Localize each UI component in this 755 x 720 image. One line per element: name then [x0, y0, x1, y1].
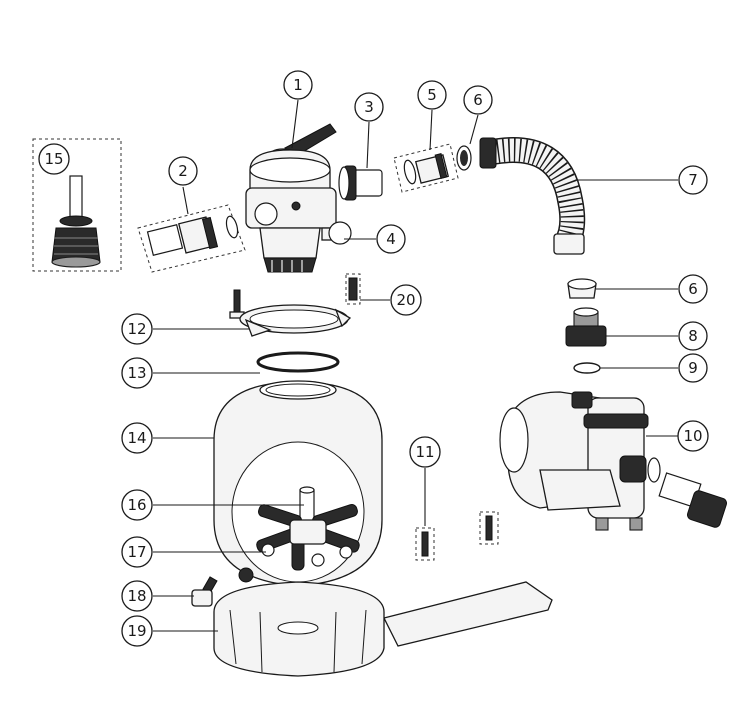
callout-18: 18 [121, 580, 153, 612]
callout-17: 17 [121, 536, 153, 568]
callout-4-label: 4 [386, 230, 396, 248]
callout-16-label: 16 [127, 496, 146, 514]
callout-19-label: 19 [127, 622, 146, 640]
callout-18-label: 18 [127, 587, 146, 605]
callout-20-label: 20 [396, 291, 415, 309]
callout-3-label: 3 [364, 98, 374, 116]
part-6-upper-seal [456, 145, 472, 171]
part-5-union [393, 143, 459, 193]
callout-13-label: 13 [127, 364, 146, 382]
callout-19: 19 [121, 615, 153, 647]
callout-11: 11 [409, 436, 441, 468]
callout-2-label: 2 [178, 162, 188, 180]
part-12-clamp-ring [239, 304, 352, 337]
leader-lines [153, 99, 678, 632]
callout-13: 13 [121, 357, 153, 389]
part-15-lateral-spare [32, 138, 122, 272]
callout-9-label: 9 [688, 359, 698, 377]
callout-8: 8 [678, 321, 708, 351]
callout-11-label: 11 [415, 443, 434, 461]
callout-6-upper-label: 6 [473, 91, 483, 109]
part-19-base [213, 581, 553, 677]
callout-1: 1 [283, 70, 313, 100]
callout-17-label: 17 [127, 543, 146, 561]
callout-9: 9 [678, 353, 708, 383]
callout-2: 2 [168, 156, 198, 186]
callout-14: 14 [121, 422, 153, 454]
part-2-union-connector [137, 204, 246, 273]
part-18-drain-plug [191, 567, 254, 607]
callout-3: 3 [354, 92, 384, 122]
part-11-base-bolts [415, 511, 499, 561]
part-1-multiport-valve [245, 123, 337, 273]
part-6-lower-cap [567, 278, 597, 299]
callout-12: 12 [121, 313, 153, 345]
part-3-tail-piece [338, 165, 383, 201]
callout-8-label: 8 [688, 327, 698, 345]
callout-15-label: 15 [44, 150, 63, 168]
part-20-clamp-bolt [345, 273, 361, 305]
part-12-clamp-bolt-left [229, 289, 245, 319]
callout-6-lower-label: 6 [688, 280, 698, 298]
callout-1-label: 1 [293, 76, 303, 94]
callout-5: 5 [417, 80, 447, 110]
callout-6-upper: 6 [463, 85, 493, 115]
callout-10: 10 [677, 420, 709, 452]
callout-6-lower: 6 [678, 274, 708, 304]
part-17-laterals [256, 503, 360, 571]
callout-14-label: 14 [127, 429, 146, 447]
callout-10-label: 10 [683, 427, 702, 445]
callout-20: 20 [390, 284, 422, 316]
part-9-pump-o-ring [573, 362, 601, 374]
callout-7: 7 [678, 165, 708, 195]
part-13-tank-o-ring [256, 351, 340, 373]
callout-16: 16 [121, 489, 153, 521]
callout-7-label: 7 [688, 171, 698, 189]
part-7-flexible-hose [479, 137, 586, 255]
callout-12-label: 12 [127, 320, 146, 338]
part-8-pump-union [565, 307, 607, 347]
callout-15: 15 [38, 143, 70, 175]
part-10-pump [499, 391, 728, 531]
callout-5-label: 5 [427, 86, 437, 104]
callout-4: 4 [376, 224, 406, 254]
